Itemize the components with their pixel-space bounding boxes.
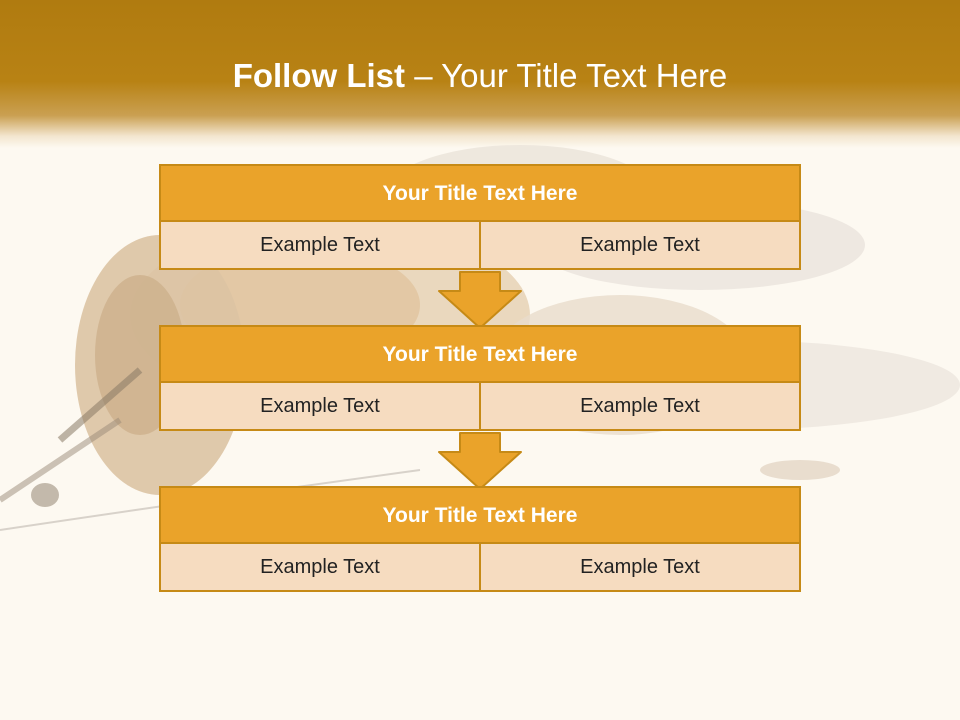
slide-title-lead: Follow List — [232, 57, 406, 94]
list-block-3: Your Title Text Here Example Text Exampl… — [159, 486, 801, 592]
block-title: Your Title Text Here — [161, 488, 799, 544]
list-block-2: Your Title Text Here Example Text Exampl… — [159, 325, 801, 431]
block-cell-left: Example Text — [161, 544, 481, 590]
slide-title: Follow List – Your Title Text Here — [0, 52, 960, 100]
header-band — [0, 0, 960, 148]
block-cell-right: Example Text — [580, 556, 700, 578]
block-title: Your Title Text Here — [161, 166, 799, 222]
down-arrow-icon — [438, 432, 522, 490]
block-cell-left: Example Text — [161, 383, 481, 429]
block-cell-right: Example Text — [580, 234, 700, 256]
list-block-1: Your Title Text Here Example Text Exampl… — [159, 164, 801, 270]
down-arrow-icon — [438, 271, 522, 329]
block-cell-left: Example Text — [161, 222, 481, 268]
block-cell-right: Example Text — [580, 395, 700, 417]
block-title: Your Title Text Here — [161, 327, 799, 383]
slide-title-rest: – Your Title Text Here — [405, 57, 728, 94]
